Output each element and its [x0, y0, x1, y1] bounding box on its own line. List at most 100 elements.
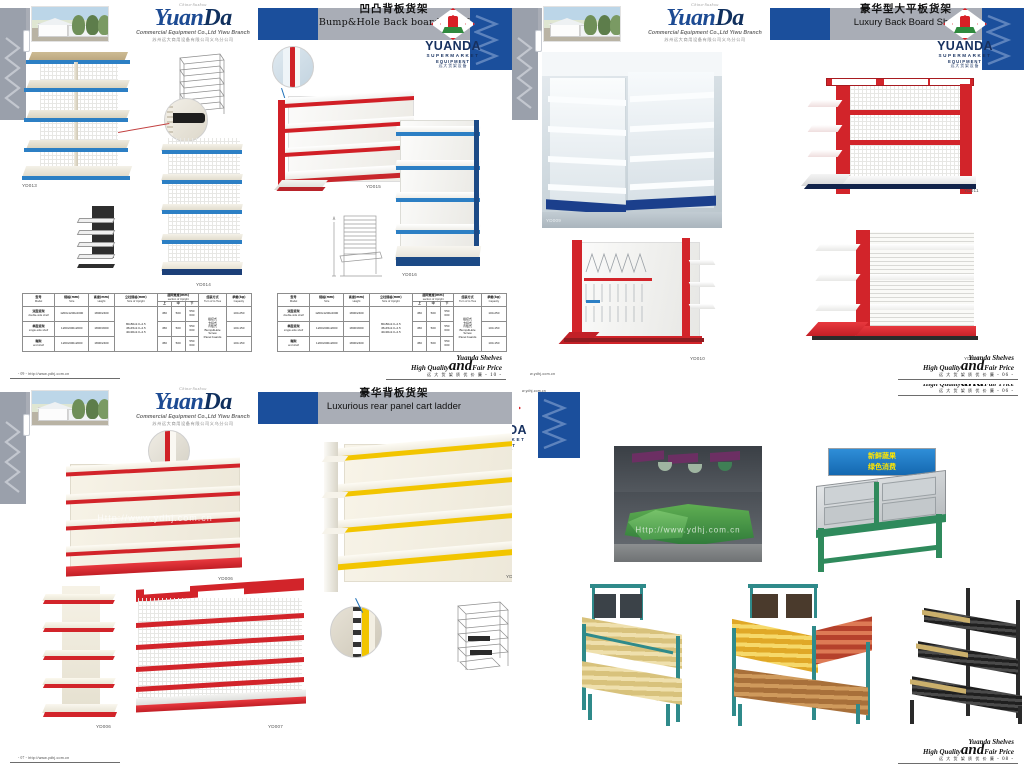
logo-line4: 远大货架设备	[512, 448, 532, 453]
brand-subtitle-en: Commercial Equipment Co.,Ltd Yiwu Branch	[648, 30, 762, 36]
header-blue-band	[258, 392, 318, 424]
slogan-brand: Yuanda Shelves	[968, 354, 1014, 362]
tree-icon	[598, 15, 611, 35]
slogan-and: and	[960, 742, 985, 758]
footer-url: w.ydhj.com.cn	[530, 372, 556, 376]
page-number: - 06 -	[997, 389, 1014, 394]
footer-right: Yuanda Shelves High QualityandFair Price…	[898, 738, 1018, 764]
slogan-and: and	[448, 358, 473, 374]
tree-icon	[98, 399, 108, 419]
logo-name: YUANDA	[512, 423, 527, 437]
brand-name: YuanDa	[154, 5, 232, 31]
header-blue-band	[770, 8, 830, 40]
product-yd013	[21, 52, 134, 180]
model-label: YD015	[366, 184, 382, 189]
product-black-tier-rack	[908, 588, 1024, 724]
slogan-cn: 远 大 货 架 质 优 价 廉	[938, 372, 995, 377]
page-number: - 06 -	[997, 373, 1014, 378]
cell-height: 1800/2400	[88, 305, 115, 322]
sidebar-tab	[23, 414, 30, 436]
zigzag-icon	[516, 37, 533, 109]
cell-size: 1200x600x2000	[309, 335, 345, 352]
detail-callout	[330, 606, 382, 658]
product-yd014	[161, 138, 244, 276]
header-right-decoration	[538, 392, 580, 458]
cell-top: 450	[412, 335, 427, 352]
footer-url: http://www.ydhj.com.cn	[28, 372, 70, 376]
cell-size: 1200x600x2000	[54, 335, 90, 352]
product-yd007	[136, 578, 310, 718]
model-label: YD008	[506, 574, 512, 579]
th-height: 高度(mm)Height	[343, 293, 370, 307]
cell-top: 450	[412, 320, 427, 337]
brand-block: China-Suzhou YuanDa Commercial Equipment…	[118, 2, 268, 43]
logo-line2: SUPERMARKET	[938, 53, 992, 58]
cell-mid: 500	[170, 305, 186, 322]
cell-top: 450	[157, 320, 172, 337]
catalog-page-2: China-Suzhou YuanDa Commercial Equipment…	[512, 0, 1024, 384]
product-slat-rack	[332, 215, 383, 277]
zigzag-icon	[474, 14, 500, 66]
hook-bars-icon	[585, 284, 643, 322]
factory-building	[36, 402, 74, 421]
cell-capacity: 100-150	[225, 335, 253, 352]
product-yd010	[558, 238, 716, 354]
brand-name: YuanDa	[666, 5, 744, 31]
header-right-decoration	[470, 8, 512, 70]
logo-line3: EQUIPMENT	[948, 59, 982, 64]
footer-right-top: Yuanda Shelves High QualityandFair Price…	[898, 384, 1018, 396]
diamond-logo-icon	[431, 8, 475, 40]
catalog-page-4: YUANDA SUPERMARKET EQUIPMENT 远大货架设备 Http…	[512, 384, 1024, 768]
model-label: YD013	[22, 183, 38, 188]
page-title: 凹凸背板货架 Bump&Hole Back board Shelf	[318, 2, 470, 29]
brand-subtitle-en: Commercial Equipment Co.,Ltd Yiwu Branch	[136, 414, 250, 420]
tree-icon	[610, 15, 620, 35]
sidebar-decoration	[0, 8, 26, 120]
page-number: - 08 -	[997, 757, 1014, 762]
model-label: YD014	[196, 282, 212, 287]
footer-right: Yuanda Shelves High QualityandFair Price…	[898, 354, 1018, 380]
product-yd008	[321, 431, 512, 598]
catalog-page-3: China-Suzhou YuanDa Commercial Equipment…	[0, 384, 512, 768]
logo-line3: EQUIPMENT	[512, 443, 516, 448]
brand-origin: China-Suzhou	[179, 386, 207, 391]
cell-capacity: 100-150	[480, 335, 508, 352]
slogan-cn: 远 大 货 架 质 优 价 廉	[938, 388, 995, 393]
cell-capacity: 100-250	[480, 305, 508, 322]
tree-icon	[72, 15, 85, 35]
cell-mid: 500	[425, 335, 441, 352]
brand-block: China-Suzhou YuanDa Commercial Equipment…	[630, 2, 780, 43]
sidebar-decoration	[0, 392, 26, 504]
cell-mid: 500	[170, 335, 186, 352]
cell-size: 1200x600x2000	[54, 320, 90, 337]
logo-line4: 远大货架设备	[950, 64, 980, 68]
slogan-and: and	[961, 384, 984, 390]
model-label: YD009	[546, 218, 562, 223]
detail-callout	[164, 98, 208, 142]
slogan-quality: High Quality	[922, 364, 961, 372]
tree-icon	[98, 15, 108, 35]
catalog-page-1: China-Suzhou YuanDa Commercial Equipment…	[0, 0, 512, 384]
cell-height: 1800/2400	[88, 335, 115, 352]
slogan-cn: 远 大 货 架 质 优 价 廉	[938, 756, 995, 761]
th-capacity: 承载(kg)Capacity	[225, 293, 253, 307]
cell-top: 450	[412, 305, 427, 322]
cell-mid: 500	[425, 320, 441, 337]
brand-subtitle-cn: 苏州远大商用设备有限公司义乌分公司	[664, 37, 746, 42]
product-slat-table-2	[728, 584, 876, 726]
tree-icon	[72, 399, 85, 419]
